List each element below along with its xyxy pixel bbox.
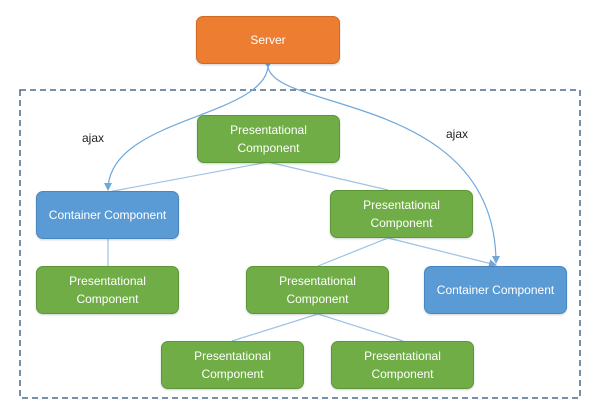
- node-label-line2: Component: [286, 292, 349, 306]
- edge-pres-center-to-bottom-left: [231, 313, 319, 342]
- edge-pres-mid-right-to-pres-center: [317, 237, 389, 267]
- node-label-line2: Component: [76, 292, 139, 306]
- ajax-label-right: ajax: [446, 127, 469, 141]
- edge-top-to-container-left: [107, 161, 269, 193]
- node-label-line2: Component: [201, 367, 264, 381]
- presentational-component-mid-right: Presentational Component: [330, 190, 473, 238]
- presentational-component-left: Presentational Component: [36, 266, 179, 314]
- ajax-label-left: ajax: [82, 131, 105, 145]
- node-label-line1: Presentational: [279, 274, 356, 288]
- node-label-line1: Presentational: [230, 123, 307, 137]
- server-node: Server: [196, 16, 340, 64]
- node-label: Container Component: [48, 208, 167, 222]
- node-label-line2: Component: [237, 141, 300, 155]
- presentational-component-center: Presentational Component: [246, 266, 389, 314]
- node-label-line1: Presentational: [364, 349, 441, 363]
- ajax-connection-right: [262, 59, 500, 264]
- node-label-line2: Component: [371, 367, 434, 381]
- ajax-connection-left: [104, 59, 273, 191]
- server-label: Server: [250, 33, 286, 47]
- presentational-component-top: Presentational Component: [197, 115, 340, 163]
- node-label-line1: Presentational: [69, 274, 146, 288]
- container-component-right: Container Component: [424, 266, 567, 314]
- presentational-component-bottom-right: Presentational Component: [331, 341, 474, 389]
- node-label-line1: Presentational: [194, 349, 271, 363]
- edge-pres-center-to-bottom-right: [317, 313, 404, 342]
- node-label: Container Component: [436, 283, 555, 297]
- edge-top-to-pres-mid-right: [267, 161, 389, 191]
- container-component-left: Container Component: [36, 191, 179, 239]
- node-label-line2: Component: [370, 216, 433, 230]
- node-label-line1: Presentational: [363, 198, 440, 212]
- presentational-component-bottom-left: Presentational Component: [161, 341, 304, 389]
- edge-pres-mid-right-to-container-right: [387, 237, 497, 268]
